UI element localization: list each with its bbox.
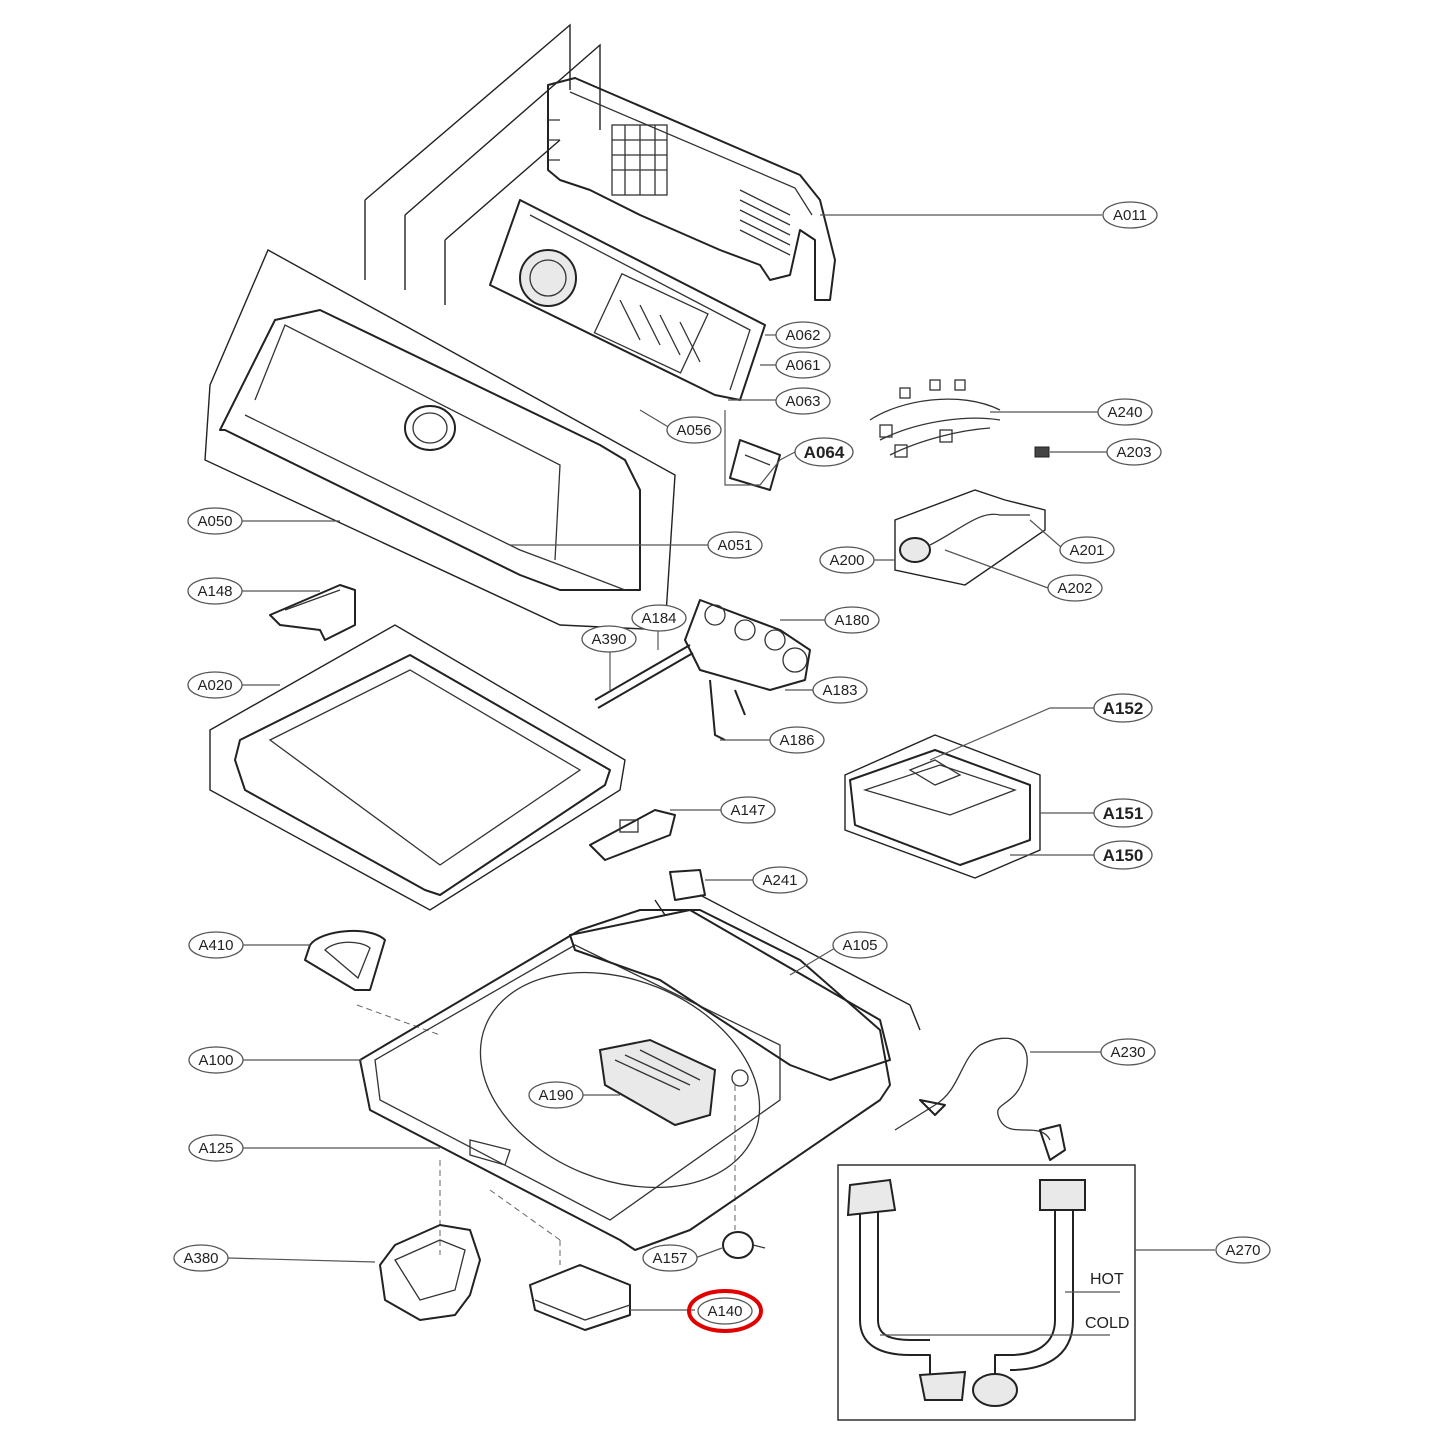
callout-A201: A201 <box>1059 536 1115 564</box>
callout-A051: A051 <box>707 531 763 559</box>
callout-A150: A150 <box>1093 840 1153 870</box>
callout-label: A230 <box>1110 1044 1145 1061</box>
callout-label: A390 <box>591 631 626 648</box>
callout-A380: A380 <box>173 1244 229 1272</box>
callout-A200: A200 <box>819 546 875 574</box>
callout-label: A410 <box>198 937 233 954</box>
dispenser-part <box>844 734 1041 879</box>
callout-A020: A020 <box>187 671 243 699</box>
callout-A270: A270 <box>1215 1236 1271 1264</box>
callout-A157: A157 <box>642 1244 698 1272</box>
callout-A390: A390 <box>581 625 637 653</box>
callout-label: A063 <box>785 393 820 410</box>
callout-A100: A100 <box>188 1046 244 1074</box>
callout-A190: A190 <box>528 1081 584 1109</box>
callout-A186: A186 <box>769 726 825 754</box>
callout-label: A056 <box>676 422 711 439</box>
callout-A152: A152 <box>1093 693 1153 723</box>
callout-label: A140 <box>707 1303 742 1320</box>
ring-part <box>304 929 386 991</box>
callout-A203: A203 <box>1106 438 1162 466</box>
callout-A230: A230 <box>1100 1038 1156 1066</box>
callout-A062: A062 <box>775 321 831 349</box>
callout-A151: A151 <box>1093 798 1153 828</box>
control-box-part <box>529 1264 631 1331</box>
inlet-hose-part <box>837 1164 1136 1421</box>
callout-label: A270 <box>1225 1242 1260 1259</box>
pcb-assembly-part <box>489 199 766 401</box>
callout-A125: A125 <box>188 1134 244 1162</box>
callout-label: A203 <box>1116 444 1151 461</box>
callout-label: A152 <box>1103 699 1144 718</box>
callout-A147: A147 <box>720 796 776 824</box>
callout-label: A051 <box>717 537 752 554</box>
sensor-block-part <box>669 869 706 901</box>
callout-label: A241 <box>762 872 797 889</box>
callout-label: A061 <box>785 357 820 374</box>
callout-A241: A241 <box>752 866 808 894</box>
callout-label: A150 <box>1103 846 1144 865</box>
hot-label: HOT <box>1090 1271 1124 1288</box>
callout-label: A183 <box>822 682 857 699</box>
callout-A064: A064 <box>794 437 854 467</box>
callout-A011: A011 <box>1102 201 1158 229</box>
leader-lines <box>227 214 1215 1336</box>
callout-A148: A148 <box>187 577 243 605</box>
callout-A410: A410 <box>188 931 244 959</box>
projection-lines <box>356 23 921 1265</box>
callout-label: A064 <box>804 443 845 462</box>
callout-label: A201 <box>1069 542 1104 559</box>
control-panel-rear-part <box>547 77 836 301</box>
bracket-right-part <box>589 809 676 861</box>
callout-A183: A183 <box>812 676 868 704</box>
water-valve-part <box>684 599 811 741</box>
top-cover-part <box>359 909 891 1251</box>
callout-label: A020 <box>197 677 232 694</box>
wire-harness-part <box>869 379 1001 458</box>
callout-A063: A063 <box>775 387 831 415</box>
cap-part <box>722 1231 766 1259</box>
callout-A061: A061 <box>775 351 831 379</box>
callout-label: A105 <box>842 937 877 954</box>
small-board-part <box>729 439 781 491</box>
callout-A105: A105 <box>832 931 888 959</box>
callout-label: A147 <box>730 802 765 819</box>
highlight-ring <box>687 1289 763 1333</box>
callout-label: A184 <box>641 610 676 627</box>
callout-label: A200 <box>829 552 864 569</box>
top-lid-part <box>209 624 626 911</box>
callout-label: A011 <box>1113 207 1147 224</box>
callout-A056: A056 <box>666 416 722 444</box>
pressure-sensor-part <box>894 489 1046 586</box>
callout-label: A240 <box>1107 404 1142 421</box>
callout-label: A151 <box>1103 804 1144 823</box>
control-panel-front-part <box>204 249 676 631</box>
power-cord-part <box>894 1037 1066 1161</box>
cold-label: COLD <box>1085 1315 1129 1332</box>
callout-A140: A140 <box>697 1297 753 1325</box>
callout-label: A380 <box>183 1250 218 1267</box>
rod-part <box>594 644 694 709</box>
callout-label: A190 <box>538 1087 573 1104</box>
callout-A184: A184 <box>631 604 687 632</box>
callout-label: A125 <box>198 1140 233 1157</box>
callout-A240: A240 <box>1097 398 1153 426</box>
bracket-left-part <box>269 584 356 641</box>
callout-A050: A050 <box>187 507 243 535</box>
callout-label: A180 <box>834 612 869 629</box>
callout-label: A100 <box>198 1052 233 1069</box>
callout-label: A202 <box>1057 580 1092 597</box>
callout-label: A148 <box>197 583 232 600</box>
callout-A180: A180 <box>824 606 880 634</box>
pump-housing-part <box>379 1224 481 1321</box>
callout-label: A062 <box>785 327 820 344</box>
callout-label: A050 <box>197 513 232 530</box>
callout-A202: A202 <box>1047 574 1103 602</box>
small-connector-part <box>1034 446 1050 458</box>
callout-label: A157 <box>652 1250 687 1267</box>
callout-label: A186 <box>779 732 814 749</box>
